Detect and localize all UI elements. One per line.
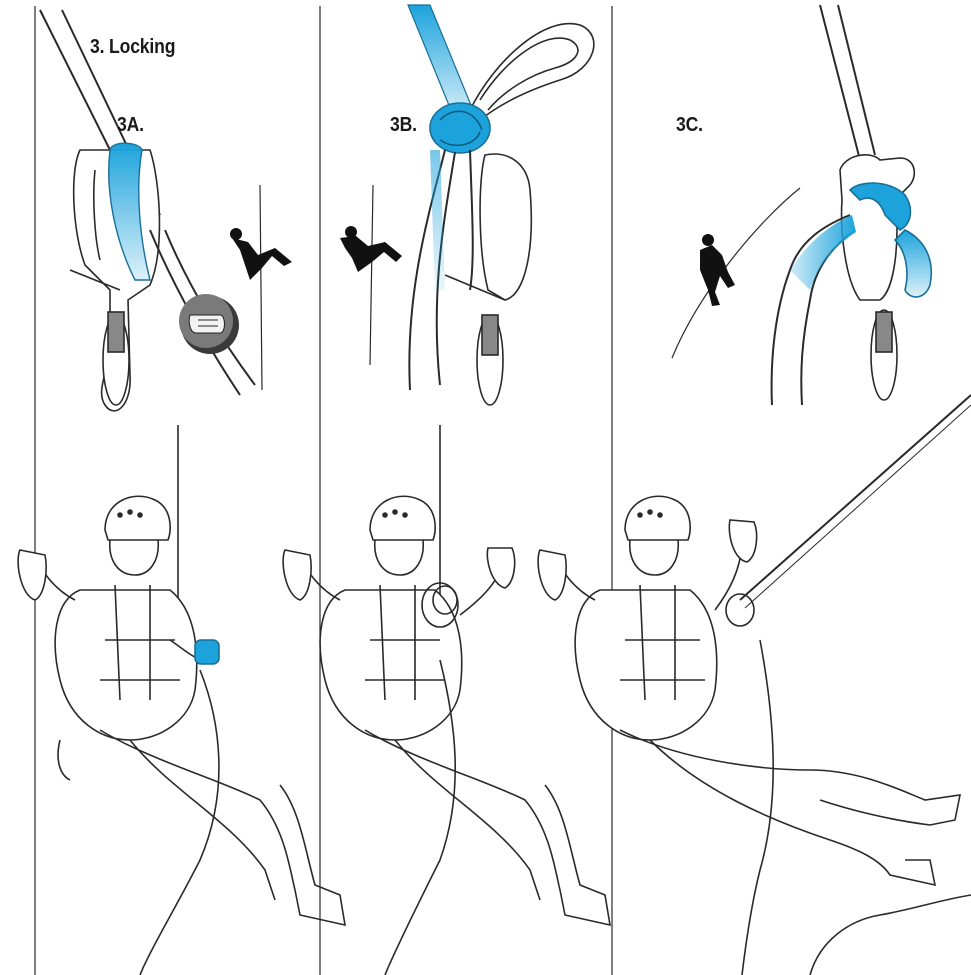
- climber-silhouette-icon-3c: [672, 188, 800, 358]
- step-3a-person-figure: [18, 425, 345, 975]
- section-title: 3. Locking: [90, 36, 175, 59]
- step-3c-device-detail: [772, 5, 932, 405]
- step-label-3a: 3A.: [117, 114, 144, 137]
- step-3b-device-detail: [408, 5, 594, 405]
- thumb-press-icon: [179, 294, 239, 354]
- step-3c-person-figure: [538, 395, 971, 975]
- step-label-3b: 3B.: [390, 114, 417, 137]
- climber-silhouette-icon-3b: [340, 185, 402, 365]
- step-label-3c: 3C.: [676, 114, 703, 137]
- climber-silhouette-icon: [230, 185, 292, 390]
